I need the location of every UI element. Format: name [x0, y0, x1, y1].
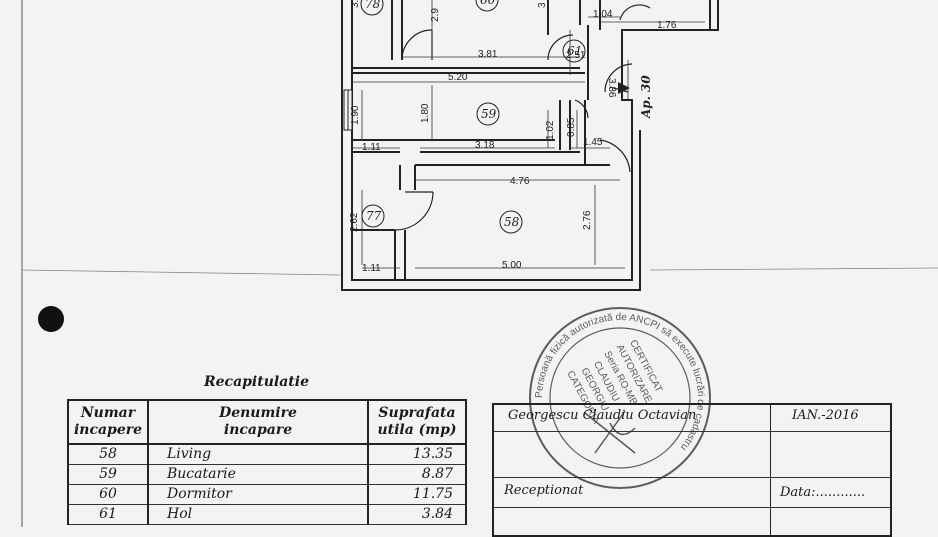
room-area-cell: 8.87: [367, 464, 467, 485]
dim-label: 1.80: [420, 103, 431, 123]
table-row: 59 Bucatarie 8.87: [67, 464, 467, 485]
authorization-stamp: Persoană fizică autorizată de ANCPI să e…: [529, 307, 711, 489]
dim-label: 2.51: [566, 50, 586, 61]
dim-label: 1.04: [593, 9, 613, 20]
room-number: 58: [504, 215, 520, 229]
dim-label: 3.1: [350, 0, 361, 8]
dim-label: 1.76: [657, 20, 677, 31]
dim-label: 3: [537, 2, 548, 8]
dim-label: 1.90: [350, 105, 361, 125]
room-area-cell: 3.84: [367, 504, 467, 525]
dim-label: 4.76: [510, 176, 530, 187]
dim-label: 2.62: [349, 212, 360, 232]
dim-label: 1.11: [362, 142, 381, 153]
signature-box-rule: [494, 507, 890, 508]
dim-label: 3.36: [606, 78, 617, 98]
dim-label: 5.20: [448, 72, 468, 83]
room-number-cell: 58: [67, 443, 149, 465]
date-field: Data:............: [780, 485, 866, 500]
table-row: 61 Hol 3.84: [67, 504, 467, 525]
entrance-arrow-icon: [618, 82, 630, 94]
dim-label: 5.00: [502, 260, 522, 271]
signature-box-rule: [494, 477, 890, 478]
dim-label: 3.81: [478, 49, 498, 60]
room-number-cell: 61: [67, 504, 149, 525]
table-row: 60 Dormitor 11.75: [67, 484, 467, 505]
signature-box: Georgescu Claudiu Octavian IAN.-2016 Rec…: [492, 403, 892, 537]
dim-label: 1.02: [545, 120, 556, 140]
dim-label: 2.9: [430, 8, 441, 22]
room-number: 59: [481, 107, 497, 121]
punch-hole: [38, 306, 64, 332]
surveyor-name: Georgescu Claudiu Octavian: [508, 408, 697, 423]
room-name-cell: Hol: [147, 504, 369, 525]
room-number: 77: [366, 209, 382, 223]
room-number-cell: 59: [67, 464, 149, 485]
signature-scribble: [584, 410, 636, 454]
room-number-cell: 60: [67, 484, 149, 505]
floor-plan: 3.81 5.20 1.04 1.76 2.51 3.36 1.90 1.80 …: [341, 0, 719, 291]
room-number: 60: [480, 0, 496, 7]
room-area-cell: 11.75: [367, 484, 467, 505]
table-row: 58 Living 13.35: [67, 443, 467, 465]
received-label: Receptionat: [504, 483, 584, 498]
room-number: 61: [567, 44, 582, 58]
room-name-cell: Dormitor: [147, 484, 369, 505]
dim-label: 2.76: [582, 210, 593, 230]
room-name-cell: Living: [147, 443, 369, 465]
room-area-cell: 13.35: [367, 443, 467, 465]
room-name-cell: Bucatarie: [147, 464, 369, 485]
apartment-label: Ap. 30: [639, 75, 653, 119]
dim-label: 1.45: [583, 137, 603, 148]
dim-label: 3.18: [475, 140, 495, 151]
room-number: 78: [365, 0, 381, 11]
signature-box-divider: [770, 405, 771, 535]
recap-title: Recapitulatie: [204, 374, 309, 390]
dim-label: 1.11: [362, 263, 381, 274]
dim-label: 0.85: [566, 117, 577, 137]
signature-box-rule: [494, 431, 890, 432]
document-date: IAN.-2016: [792, 408, 859, 423]
